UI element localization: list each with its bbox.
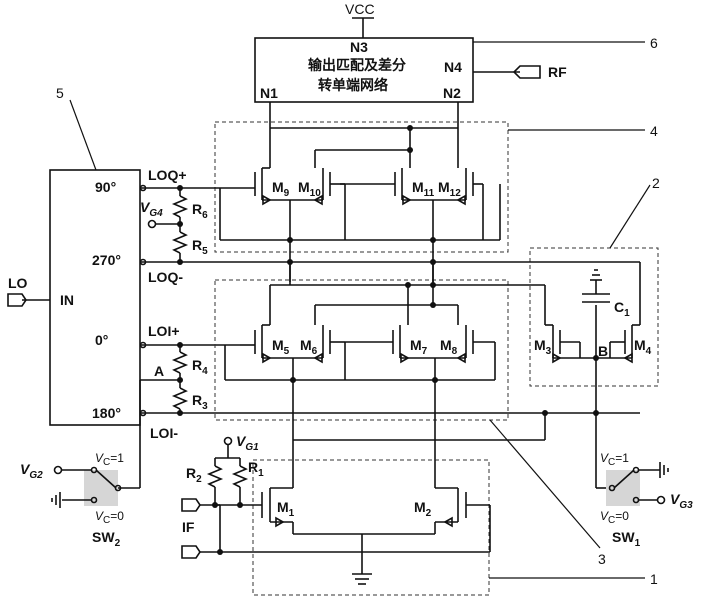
port-180: 180°	[92, 405, 121, 421]
m10-label: M10	[298, 179, 321, 199]
m5-label: M5	[272, 337, 290, 357]
sw1-vc-1: VC=1	[600, 451, 629, 468]
lo-label: LO	[8, 275, 28, 291]
m12-label: M12	[438, 179, 461, 199]
sw2-vc-1: VC=1	[95, 451, 124, 468]
port-0: 0°	[95, 332, 108, 348]
sw2-switch: VG2 VC=1 VC=0 SW2	[20, 451, 124, 549]
vcc-label: VCC	[345, 1, 375, 17]
if-plus-port-icon	[182, 499, 200, 511]
callout-6: 6	[650, 35, 658, 51]
vg2-label: VG2	[20, 461, 43, 481]
loq-plus-label: LOQ+	[148, 167, 187, 183]
vg3-label: VG3	[670, 491, 693, 511]
loi-minus-label: LOI-	[150, 425, 178, 441]
n1-label: N1	[260, 85, 278, 101]
n4-label: N4	[444, 59, 462, 75]
port-90: 90°	[95, 179, 116, 195]
n2-label: N2	[443, 85, 461, 101]
port-270: 270°	[92, 252, 121, 268]
r6-label: R6	[192, 201, 208, 221]
if-minus-port-icon	[182, 546, 200, 558]
m11-label: M11	[412, 179, 435, 199]
block2-outline	[530, 248, 658, 386]
callout-1: 1	[650, 571, 658, 587]
loi-plus-label: LOI+	[148, 323, 180, 339]
c1-label: C1	[614, 299, 630, 319]
r4-label: R4	[192, 357, 208, 377]
r3-label: R3	[192, 392, 208, 412]
in-label: IN	[60, 292, 74, 308]
r1-label: R1	[248, 459, 264, 479]
callout-4: 4	[650, 123, 658, 139]
callout-3: 3	[598, 551, 606, 567]
q-quad: M9 M10 M11 M12	[185, 125, 500, 282]
callout-2: 2	[652, 175, 660, 191]
block3-outline	[215, 280, 508, 420]
rf-label: RF	[548, 64, 567, 80]
dummy-pair: B C1 M3 M4	[293, 262, 652, 488]
loq-bias-divider: R6 R5 VG4 LOQ+ LOQ-	[140, 167, 208, 285]
n3-label: N3	[350, 39, 368, 55]
m8-label: M8	[440, 337, 458, 357]
m7-label: M7	[410, 337, 428, 357]
m9-label: M9	[272, 179, 290, 199]
if-label: IF	[182, 519, 195, 535]
m1-label: M1	[277, 499, 295, 519]
sw1-switch: VG3 VC=1 VC=0 SW1	[600, 451, 693, 549]
node-a-label: A	[154, 363, 164, 379]
i-quad: M5 M6 M7 M8	[225, 259, 545, 460]
block6-title-line1: 输出匹配及差分	[308, 57, 406, 74]
vg4-label: VG4	[140, 199, 163, 219]
sw2-vc-0: VC=0	[95, 509, 124, 526]
vg1-label: VG1	[236, 433, 259, 453]
gm-stage: IF VG1 R2 R1 M1 M2	[182, 433, 490, 584]
block4-outline	[215, 122, 508, 252]
block6-title-line2: 转单端网络	[318, 77, 388, 94]
m6-label: M6	[300, 337, 318, 357]
m2-label: M2	[414, 499, 432, 519]
node-b-label: B	[598, 343, 608, 359]
sw2-label: SW2	[92, 529, 121, 549]
sw1-vc-0: VC=0	[600, 509, 629, 526]
r2-label: R2	[186, 465, 202, 485]
sw1-label: SW1	[612, 529, 641, 549]
loq-minus-label: LOQ-	[148, 269, 183, 285]
callout-5: 5	[56, 85, 64, 101]
r5-label: R5	[192, 237, 208, 257]
m3-label: M3	[534, 337, 552, 357]
output-matching-block: VCC N3 输出匹配及差分 转单端网络 N1 N2 N4 RF 6	[255, 1, 658, 102]
m4-label: M4	[634, 337, 652, 357]
lo-quadrature-block: 5 90° 270° 0° 180° IN LO	[8, 85, 140, 425]
